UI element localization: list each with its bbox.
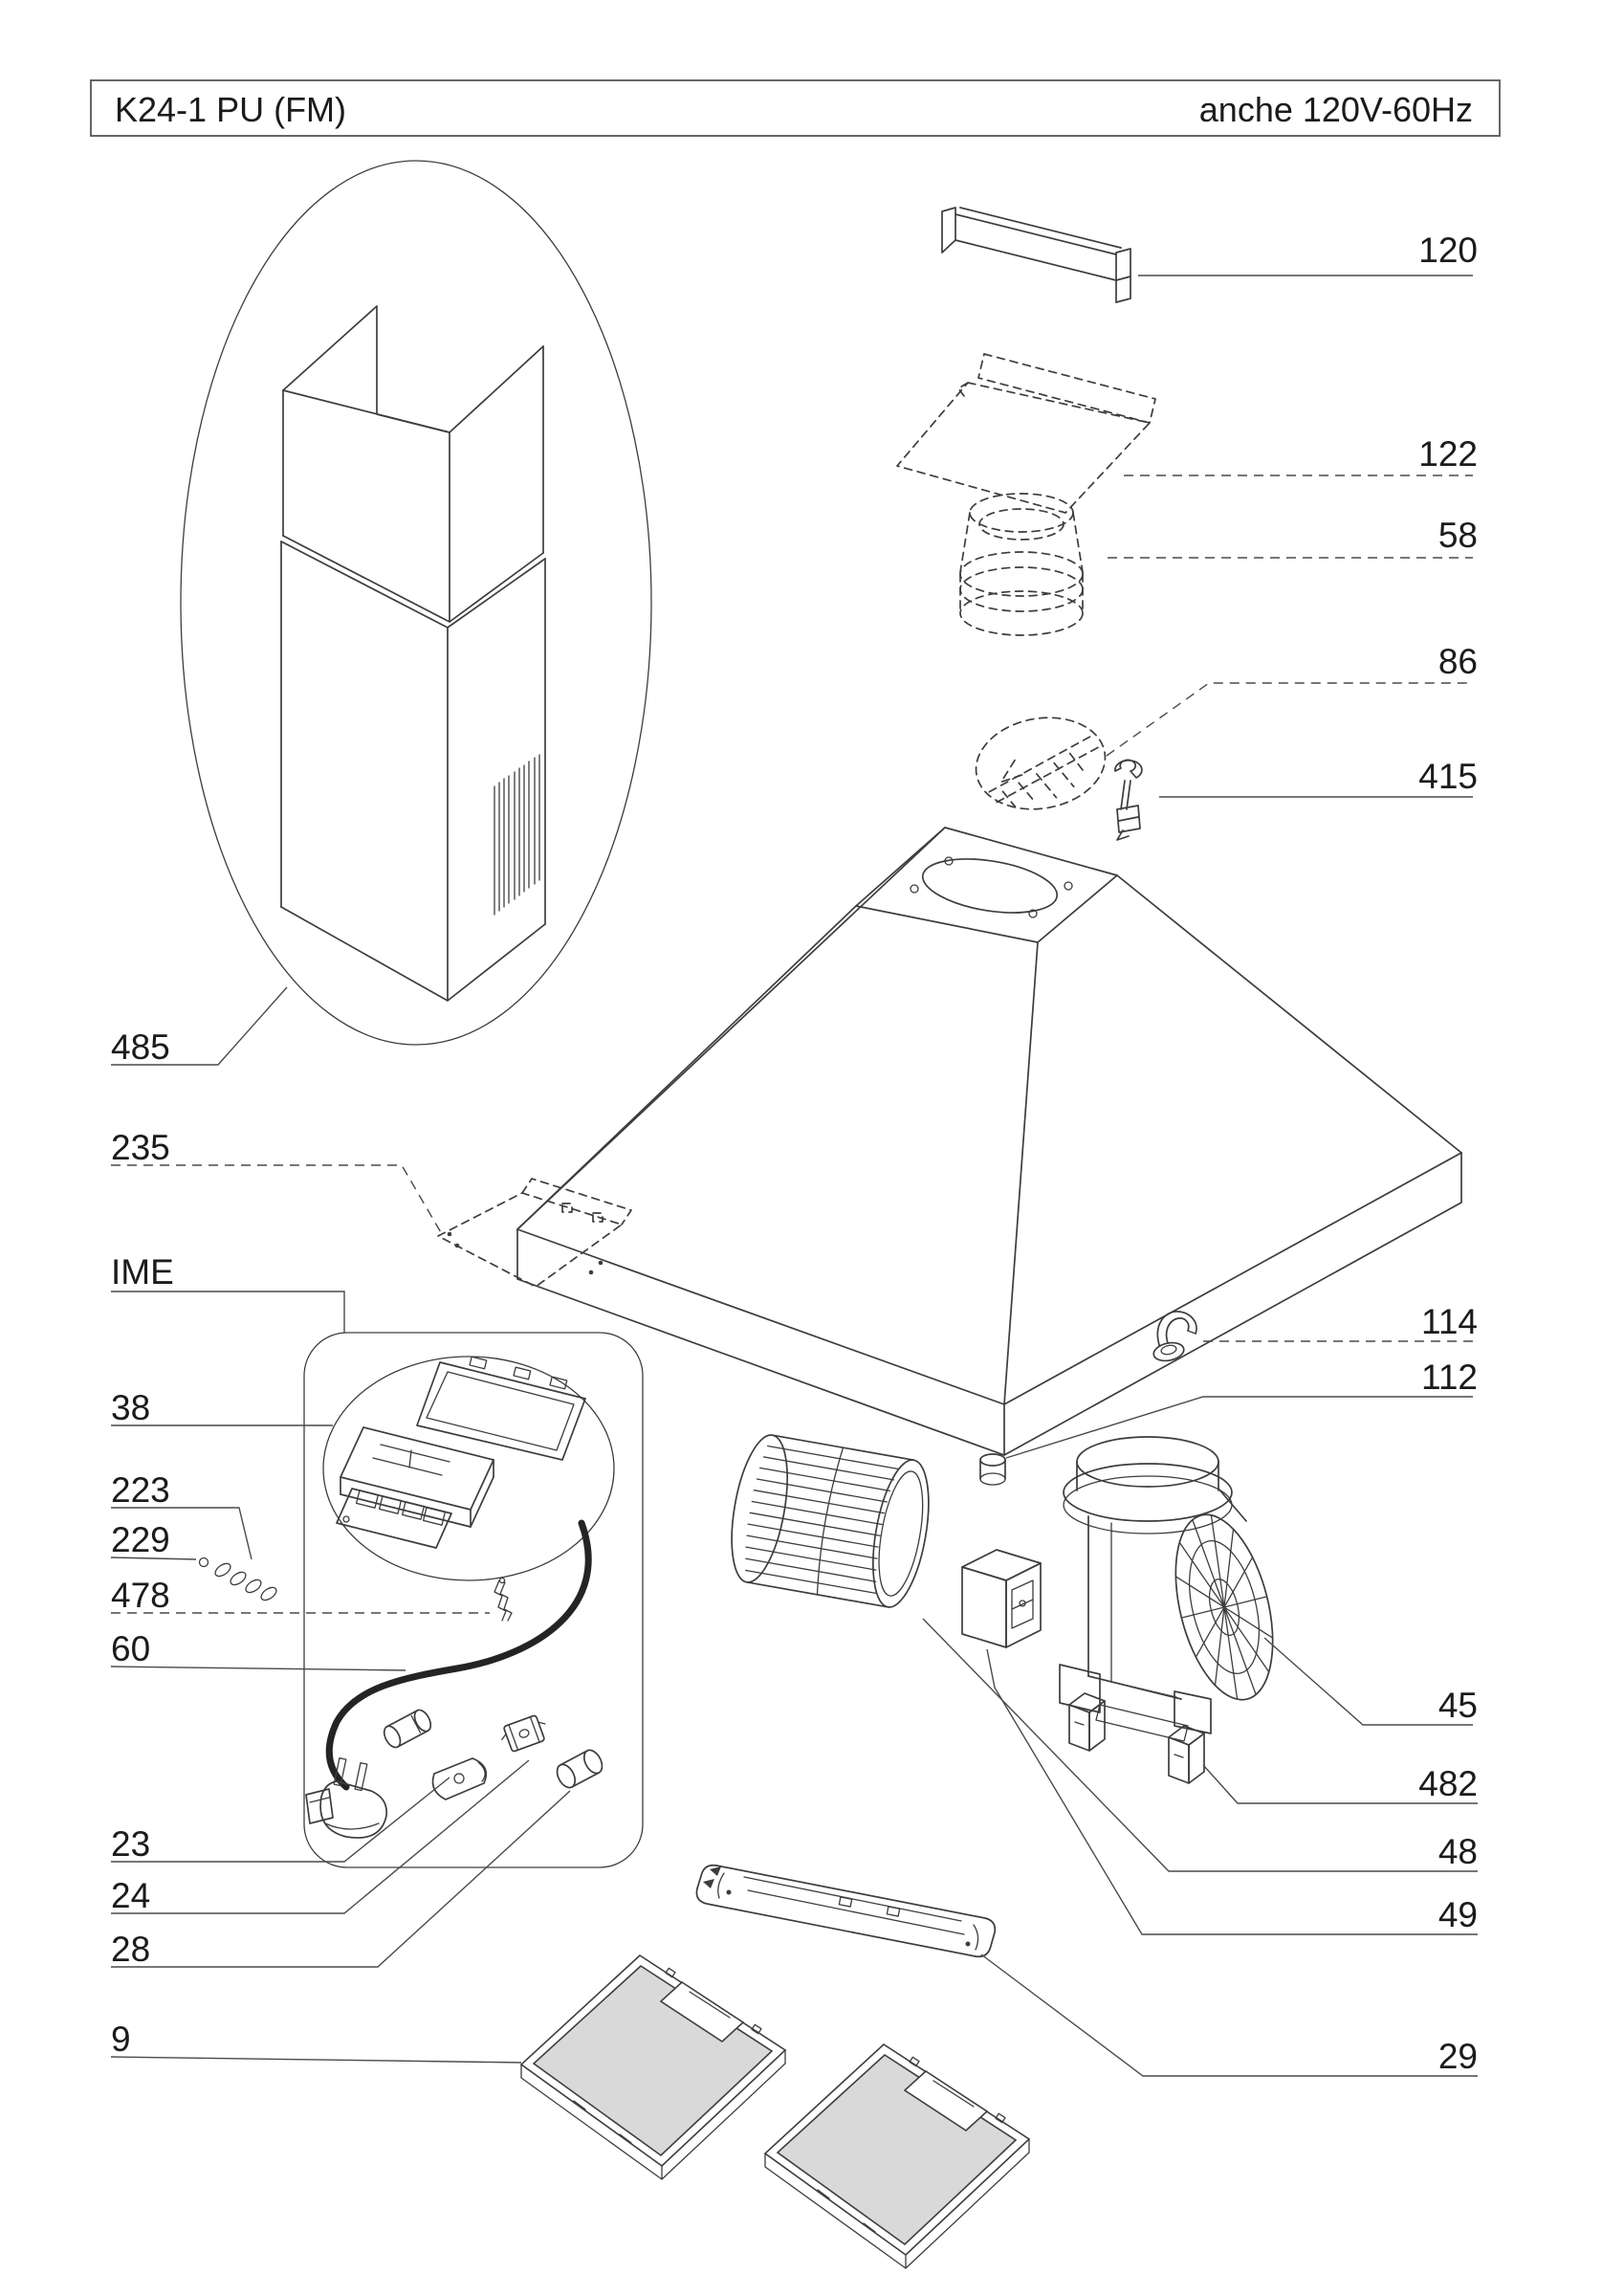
part-29-bar xyxy=(695,1864,997,1958)
label-48: 48 xyxy=(1438,1832,1478,1871)
leader-229: 229 xyxy=(110,1520,197,1560)
leader-23: 23 xyxy=(111,1777,450,1864)
leader-49: 49 xyxy=(986,1648,1478,1935)
label-120: 120 xyxy=(1418,231,1478,270)
title-bar: K24-1 PU (FM) anche 120V-60Hz xyxy=(90,79,1501,137)
part-38-switch-support xyxy=(336,1356,586,1549)
filter-handle xyxy=(903,2069,989,2132)
leader-122: 122 xyxy=(1124,434,1478,476)
label-24: 24 xyxy=(111,1876,150,1915)
label-478: 478 xyxy=(111,1576,170,1615)
part-86-valve xyxy=(975,717,1107,810)
leader-58: 58 xyxy=(1108,516,1478,559)
leader-48: 48 xyxy=(922,1618,1478,1872)
voltage-title: anche 120V-60Hz xyxy=(1199,90,1473,129)
part-9-filter-right xyxy=(763,2042,1031,2269)
part-49-terminal-box xyxy=(961,1549,1042,1648)
label-38: 38 xyxy=(111,1388,150,1427)
leader-223: 223 xyxy=(111,1470,252,1560)
outlet-hole xyxy=(921,858,1059,914)
leader-86: 86 xyxy=(1106,642,1478,757)
part-48-block xyxy=(1068,1692,1106,1752)
label-23: 23 xyxy=(111,1824,150,1864)
part-120-bracket xyxy=(941,207,1131,303)
part-24-cylinder xyxy=(383,1709,432,1749)
leader-120: 120 xyxy=(1138,231,1478,276)
leader-24: 24 xyxy=(111,1759,530,1915)
part-415-clamp xyxy=(1114,759,1143,841)
label-45: 45 xyxy=(1438,1686,1478,1725)
label-28: 28 xyxy=(111,1930,150,1969)
label-29: 29 xyxy=(1438,2037,1478,2076)
label-86: 86 xyxy=(1438,642,1478,681)
leader-60: 60 xyxy=(110,1629,406,1671)
filter-handle xyxy=(659,1980,745,2043)
part-114-hook xyxy=(1152,1311,1197,1362)
label-122: 122 xyxy=(1418,434,1478,474)
part-28-cylinder xyxy=(556,1749,604,1789)
blower-wheel xyxy=(731,1434,930,1608)
part-9-filter-left xyxy=(519,1954,787,2180)
leader-9: 9 xyxy=(110,2020,522,2064)
title-box xyxy=(90,79,1501,137)
leader-29: 29 xyxy=(980,1954,1478,2077)
label-49: 49 xyxy=(1438,1895,1478,1934)
label-229: 229 xyxy=(111,1520,170,1559)
leader-415: 415 xyxy=(1159,757,1478,798)
part-112-capacitor xyxy=(979,1453,1006,1486)
part-cover-plate xyxy=(431,1757,488,1800)
leader-482: 482 xyxy=(1202,1764,1478,1804)
label-112: 112 xyxy=(1421,1358,1478,1397)
part-482-block xyxy=(1168,1725,1205,1784)
label-ime: IME xyxy=(111,1252,174,1292)
part-229-ring xyxy=(198,1556,209,1568)
part-485-chimney xyxy=(180,160,652,1046)
leader-485: 485 xyxy=(111,986,288,1067)
wheel-fins xyxy=(745,1445,899,1595)
motor-grill xyxy=(1174,1513,1274,1701)
detail-ellipse xyxy=(180,160,652,1046)
leader-114: 114 xyxy=(1203,1302,1478,1342)
label-223: 223 xyxy=(111,1470,170,1510)
leader-28: 28 xyxy=(111,1790,571,1969)
label-485: 485 xyxy=(111,1027,170,1067)
part-58-reducer xyxy=(959,493,1084,636)
model-title: K24-1 PU (FM) xyxy=(115,90,346,129)
part-478-clip xyxy=(494,1577,513,1622)
leader-38: 38 xyxy=(111,1388,333,1427)
label-58: 58 xyxy=(1438,516,1478,555)
label-60: 60 xyxy=(111,1629,150,1668)
leader-235: 235 xyxy=(111,1128,443,1235)
label-482: 482 xyxy=(1418,1764,1478,1803)
label-114: 114 xyxy=(1421,1302,1478,1341)
part-122-panel xyxy=(896,353,1156,514)
switch-detail-ellipse xyxy=(322,1356,615,1581)
part-23-plug xyxy=(305,1757,388,1839)
label-415: 415 xyxy=(1418,757,1478,796)
part-45-motor xyxy=(1059,1436,1274,1742)
part-cord-grip xyxy=(501,1714,546,1753)
part-60-cable xyxy=(325,1519,592,1791)
label-9: 9 xyxy=(111,2020,131,2059)
vent-slots xyxy=(494,754,540,916)
ime-box: IME xyxy=(111,1252,644,1868)
label-235: 235 xyxy=(111,1128,170,1167)
leader-45: 45 xyxy=(1263,1637,1478,1726)
part-235-plate xyxy=(437,1178,632,1288)
hood-canopy xyxy=(516,827,1462,1456)
leader-478: 478 xyxy=(111,1576,490,1615)
leader-112: 112 xyxy=(1005,1358,1478,1459)
part-223-spacers xyxy=(214,1562,277,1601)
